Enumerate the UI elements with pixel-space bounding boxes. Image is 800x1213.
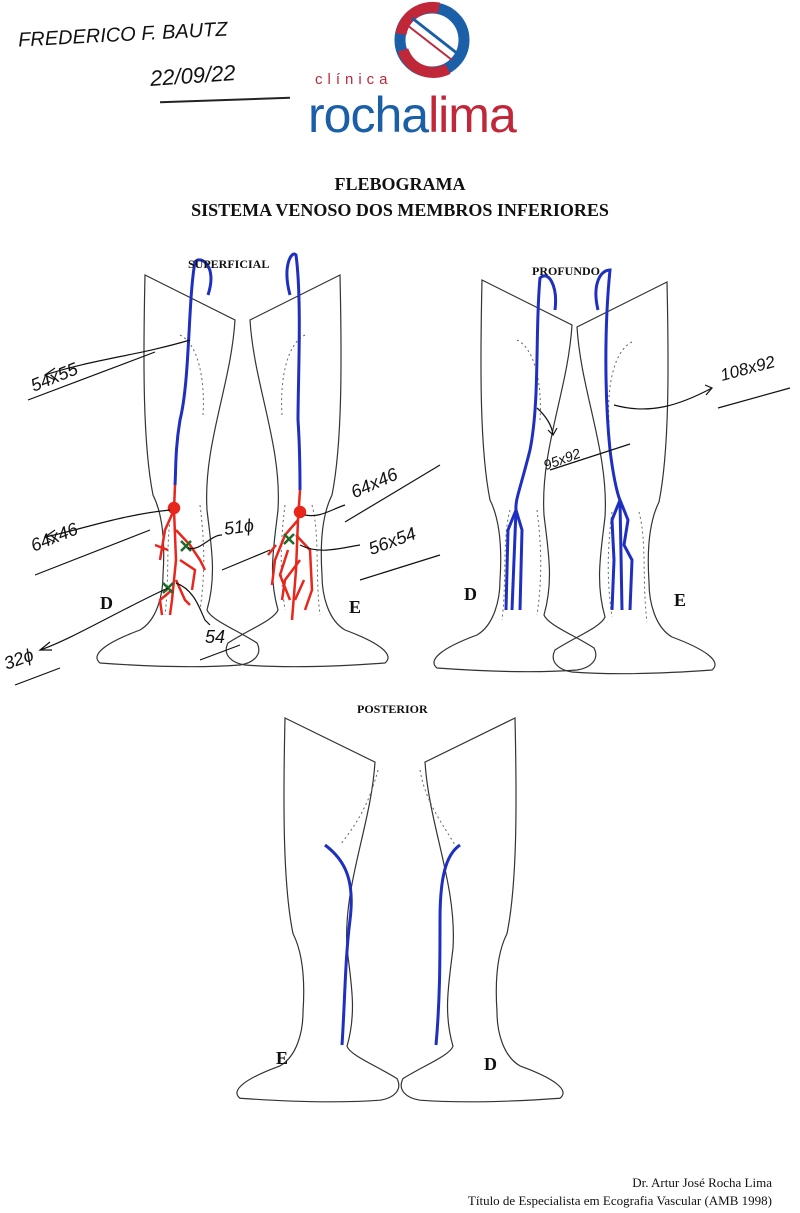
superficial-right-leg (96, 274, 260, 668)
varicose-veins-right (154, 484, 207, 616)
saphenous-vein-left (285, 252, 302, 491)
logo-wordmark: rochalima (308, 87, 517, 143)
section-profundo: PROFUNDO (532, 264, 600, 278)
superficial-left-leg (225, 274, 389, 668)
document-subtitle: SISTEMA VENOSO DOS MEMBROS INFERIORES (191, 200, 609, 220)
annotation-arrows-superficial (14, 339, 441, 686)
posterior-right-leg (400, 717, 564, 1103)
posterior-small-saphenous-veins (324, 843, 461, 1046)
label-post-right: D (484, 1054, 497, 1074)
varicose-veins-left (267, 489, 314, 621)
document-title: FLEBOGRAMA (334, 174, 466, 194)
clinic-logo-mark (394, 1, 470, 78)
saphenous-vein-right (173, 258, 213, 486)
deep-right-leg (433, 279, 597, 673)
section-superficial: SUPERFICIAL (188, 257, 270, 271)
logo-ring-red (395, 1, 441, 36)
section-posterior: POSTERIOR (357, 702, 428, 716)
annotation-arrows-deep (536, 384, 791, 471)
label-sup-left: E (349, 597, 362, 617)
label-post-left: E (276, 1048, 289, 1068)
measure-sup-right-calf: 51ϕ (222, 515, 256, 540)
deep-veins (504, 268, 634, 611)
logo-word-lima: lima (428, 87, 517, 143)
label-sup-right: D (100, 593, 113, 613)
logo-prefix: clínica (315, 71, 393, 88)
label-deep-left: E (674, 590, 687, 610)
doctor-name: Dr. Artur José Rocha Lima (632, 1175, 772, 1190)
posterior-left-leg (236, 717, 400, 1103)
deep-left-leg (552, 281, 716, 675)
label-deep-right: D (464, 584, 477, 604)
measure-sup-right-lower: 54 (205, 627, 226, 647)
doctor-credential: Título de Especialista em Ecografia Vasc… (467, 1193, 772, 1208)
logo-word-rocha: rocha (308, 87, 429, 143)
